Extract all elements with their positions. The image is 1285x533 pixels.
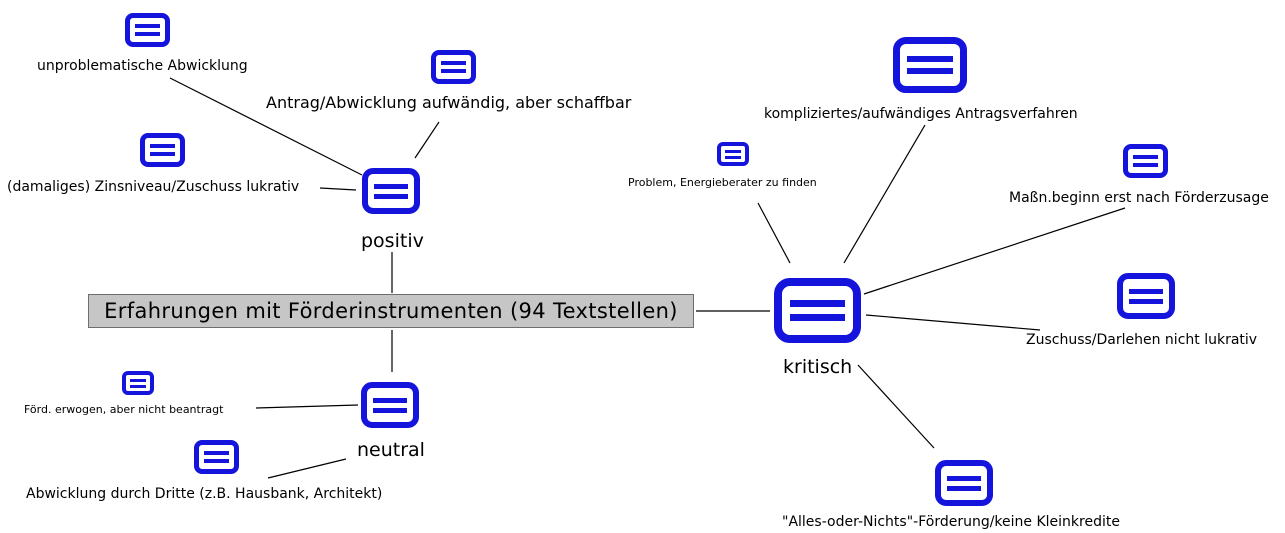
topic-foerd-erwogen-nicht-beantragt[interactable]: Förd. erwogen, aber nicht beantragt: [24, 403, 224, 416]
note-icon[interactable]: [140, 133, 185, 167]
note-icon[interactable]: [1117, 273, 1175, 319]
topic-antrag-abwicklung-aufwaendig[interactable]: Antrag/Abwicklung aufwändig, aber schaff…: [266, 93, 632, 112]
note-icon[interactable]: [122, 371, 154, 395]
branch-label-positiv[interactable]: positiv: [361, 230, 424, 252]
edge-kritisch-massnahmenbeginn: [863, 207, 1126, 295]
topic-kompliziertes-antragsverfahren[interactable]: kompliziertes/aufwändiges Antragsverfahr…: [764, 106, 1078, 122]
branch-label-neutral[interactable]: neutral: [357, 439, 425, 461]
topic-unproblematische-abwicklung[interactable]: unproblematische Abwicklung: [37, 58, 248, 74]
note-icon[interactable]: [194, 440, 239, 474]
topic-zinsniveau-zuschuss-lukrativ[interactable]: (damaliges) Zinsniveau/Zuschuss lukrativ: [7, 179, 300, 195]
topic-massnahmenbeginn-nach-foerderzusage[interactable]: Maßn.beginn erst nach Förderzusage: [1009, 190, 1269, 206]
edge-neutral-foerd-erwogen: [255, 404, 359, 409]
topic-abwicklung-durch-dritte[interactable]: Abwicklung durch Dritte (z.B. Hausbank, …: [26, 486, 383, 502]
note-icon[interactable]: [935, 460, 993, 506]
note-icon[interactable]: [1123, 144, 1168, 178]
edge-kritisch-energieberater: [757, 202, 791, 264]
topic-zuschuss-darlehen-nicht-lukrativ[interactable]: Zuschuss/Darlehen nicht lukrativ: [1026, 332, 1258, 348]
note-icon[interactable]: [717, 142, 749, 166]
edge-positiv-antrag: [414, 121, 440, 159]
note-icon[interactable]: [125, 13, 170, 47]
edge-kritisch-alles-oder-nichts: [857, 364, 935, 449]
edge-neutral-abwicklung-dritte: [267, 458, 347, 479]
note-icon[interactable]: [893, 37, 967, 93]
edge-positiv-unproblematische: [169, 77, 363, 176]
branch-label-kritisch[interactable]: kritisch: [783, 356, 853, 378]
note-icon[interactable]: [774, 278, 861, 343]
edge-kritisch-zuschuss: [865, 314, 1041, 331]
note-icon[interactable]: [431, 50, 476, 84]
topic-alles-oder-nichts-foerderung[interactable]: "Alles-oder-Nichts"-Förderung/keine Klei…: [782, 514, 1120, 530]
edge-positiv-zinsniveau: [319, 187, 357, 191]
note-icon[interactable]: [361, 382, 419, 428]
topic-energieberater-finden[interactable]: Problem, Energieberater zu finden: [628, 176, 817, 189]
note-icon[interactable]: [362, 168, 420, 214]
root-topic[interactable]: Erfahrungen mit Förderinstrumenten (94 T…: [88, 294, 694, 328]
edge-kritisch-antragsverfahren: [843, 124, 926, 264]
